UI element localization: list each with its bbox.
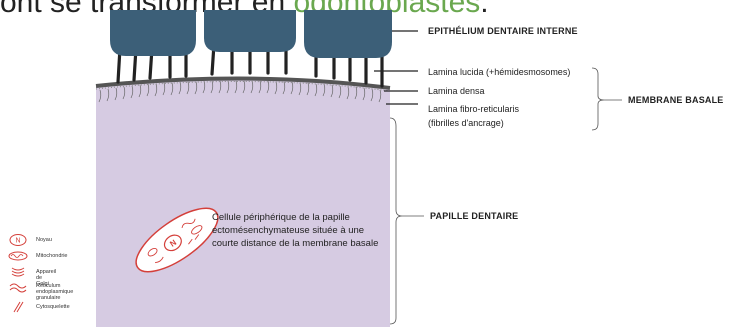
svg-text:N: N bbox=[168, 238, 178, 249]
legend-label: Appareil de Golgi bbox=[36, 269, 57, 287]
legend-label: Noyau bbox=[36, 237, 52, 243]
membrane-basale-bracket bbox=[591, 67, 605, 131]
label-lamina-densa: Lamina densa bbox=[428, 86, 485, 96]
label-papille-dentaire: PAPILLE DENTAIRE bbox=[430, 211, 519, 221]
cytoskeleton-icon bbox=[13, 301, 24, 313]
label-lamina-lucida: Lamina lucida (+hémidesmosomes) bbox=[428, 67, 571, 77]
legend-label: Mitochondrie bbox=[36, 253, 68, 259]
title-suffix: . bbox=[480, 0, 489, 19]
legend-label: Cytosquelette bbox=[36, 304, 70, 310]
lamina-densa-band bbox=[95, 76, 391, 90]
label-lamina-fibro-reticularis: Lamina fibro-reticularis bbox=[428, 104, 520, 114]
dental-papilla-region bbox=[96, 80, 390, 327]
golgi-icon bbox=[11, 267, 25, 277]
mitochondria-icon bbox=[8, 251, 28, 261]
ectomesenchymal-cell: N bbox=[135, 207, 219, 273]
cell-description: Cellule périphérique de la papille ectom… bbox=[212, 212, 379, 249]
label-epithelium: EPITHÉLIUM DENTAIRE INTERNE bbox=[428, 26, 578, 36]
epithelial-cells bbox=[110, 10, 392, 58]
reticulum-icon bbox=[9, 283, 27, 293]
label-membrane-basale: MEMBRANE BASALE bbox=[628, 95, 724, 105]
label-pointers bbox=[374, 30, 418, 105]
nucleus-icon bbox=[163, 234, 182, 252]
label-fibrilles-ancrage: (fibrilles d'ancrage) bbox=[428, 118, 504, 128]
legend-label: Réticulum endoplasmique granulaire bbox=[36, 283, 74, 301]
nucleus-icon: N bbox=[9, 234, 27, 246]
svg-text:N: N bbox=[15, 238, 20, 245]
